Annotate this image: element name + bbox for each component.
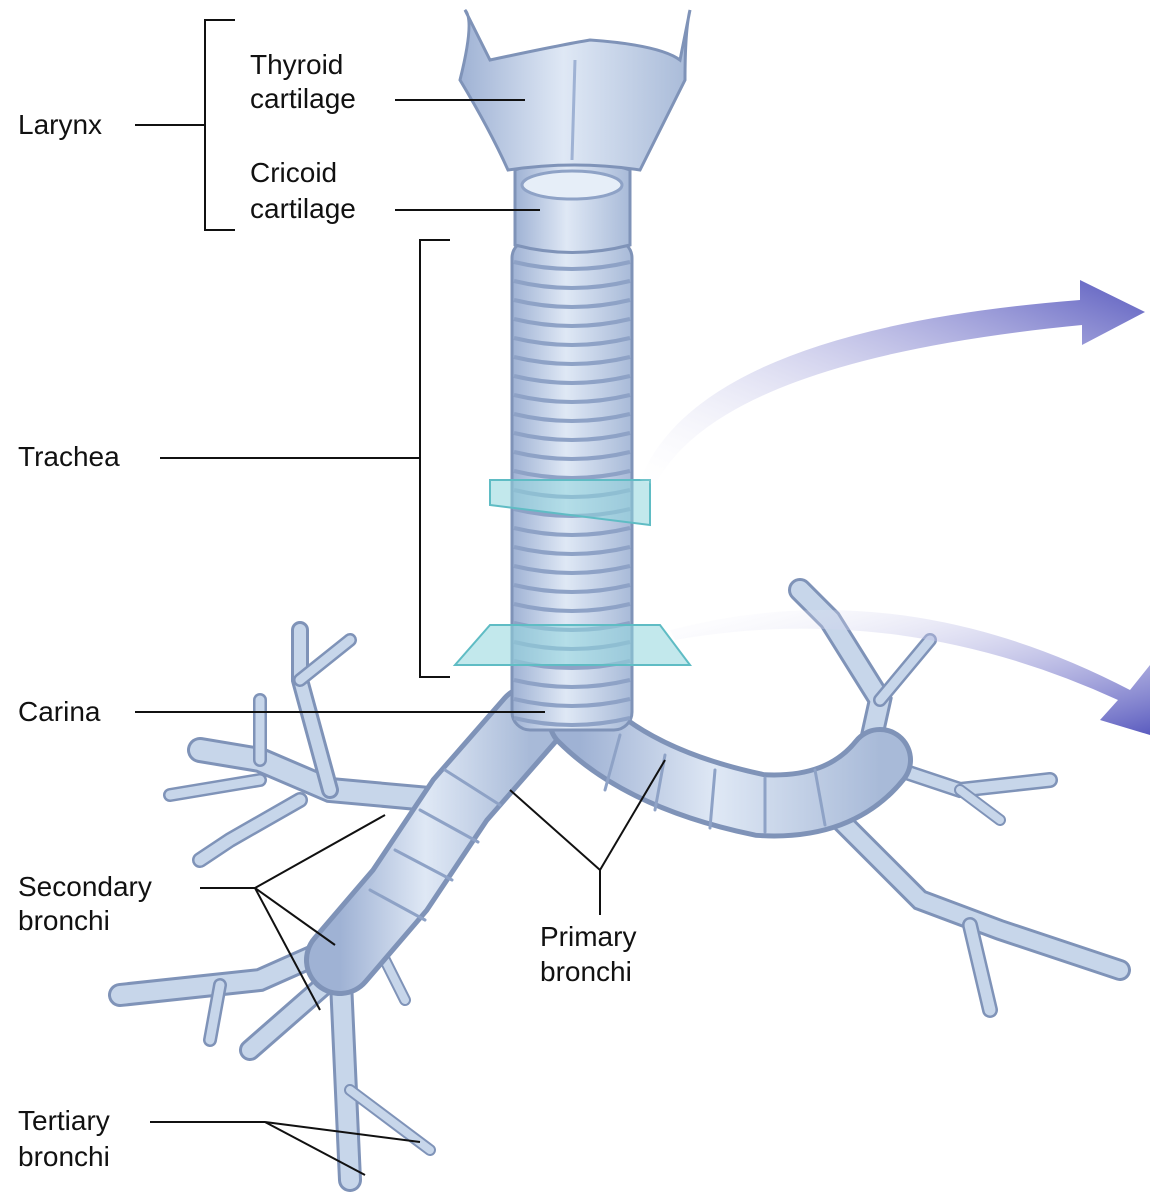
thyroid-cartilage-label-line2: cartilage [250, 82, 356, 116]
trachea-bracket [420, 240, 450, 677]
primary-bronchi-label-line1: Primary [540, 920, 636, 954]
primary-bronchi-label-line2: bronchi [540, 955, 632, 989]
larynx-bracket [205, 20, 235, 230]
larynx-label: Larynx [18, 108, 102, 142]
cricoid-cartilage-label-line1: Cricoid [250, 156, 337, 190]
secondary-bronchi-label-line2: bronchi [18, 904, 110, 938]
lower-section-plane [455, 625, 690, 665]
carina-label: Carina [18, 695, 100, 729]
detail-arrows [640, 280, 1150, 735]
cricoid-ring [522, 171, 622, 199]
tertiary-bronchi-label-line2: bronchi [18, 1140, 110, 1174]
thyroid-cartilage-label-line1: Thyroid [250, 48, 343, 82]
trachea-label: Trachea [18, 440, 120, 474]
secondary-bronchi-label-line1: Secondary [18, 870, 152, 904]
cricoid-cartilage-label-line2: cartilage [250, 192, 356, 226]
upper-detail-arrow [640, 280, 1145, 485]
tertiary-bronchi-label-line1: Tertiary [18, 1104, 110, 1138]
tertiary-bronchi-leaders [150, 1122, 420, 1175]
